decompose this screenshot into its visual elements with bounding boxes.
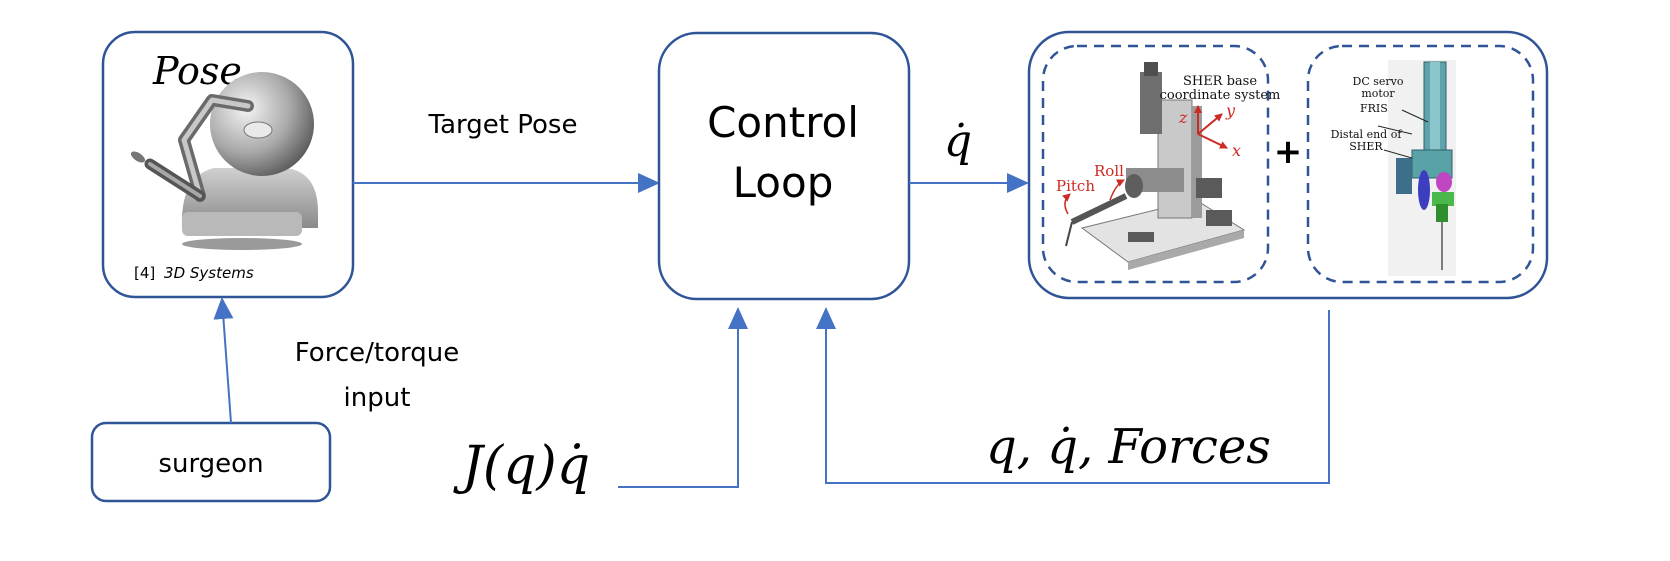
qdot-label: q̇ [944,116,972,167]
fris-panel: DC servo motor FRIS Distal end of SHER [1306,44,1535,284]
fris-tool-image [1377,60,1456,276]
dc-servo-label-2: motor [1361,87,1395,100]
control-loop-block: Control Loop [657,31,911,301]
pitch-label: Pitch [1056,177,1095,195]
target-pose-label: Target Pose [428,110,578,140]
roll-label: Roll [1094,162,1124,180]
sher-panel-border [1041,44,1270,284]
sher-base-label-2: coordinate system [1160,88,1281,103]
control-loop-border [657,31,911,301]
fris-panel-border [1306,44,1535,284]
citation-number: [4] [134,264,155,282]
haptic-device-block: Pose [4] 3D Systems [101,30,355,299]
arrow-jacobian [618,307,748,488]
force-torque-label-2: input [344,383,411,413]
axis-x-arrow [1197,133,1228,149]
svg-text:[4] 3D Systems: [4] 3D Systems [134,264,254,282]
axis-z-label: z [1178,108,1188,127]
fris-label: FRIS [1360,102,1388,115]
surgeon-label: surgeon [158,449,263,479]
axis-y-label: y [1225,101,1236,120]
robot-block: SHER base coordinate system z y x Pitch … [1027,30,1549,300]
sher-base-label-1: SHER base [1183,74,1257,89]
arrow-feedback [816,307,1330,484]
sher-panel: SHER base coordinate system z y x Pitch … [1041,44,1281,284]
surgeon-block: surgeon [90,421,332,503]
control-loop-line1: Control [707,98,859,147]
force-torque-label-1: Force/torque [295,338,459,368]
arrow-force-torque [213,297,234,424]
axis-x-label: x [1232,141,1241,160]
plus-sign: + [1274,132,1303,172]
jacobian-label: J(q)q̇ [453,436,590,496]
distal-end-label-1: Distal end of [1331,128,1403,141]
distal-end-label-2: SHER [1349,140,1383,153]
axis-y-arrow [1197,113,1223,135]
surgeon-block-border [90,421,332,503]
dc-servo-label-1: DC servo [1353,75,1404,88]
sher-robot-image [1062,62,1246,270]
haptic-device-image [130,72,318,250]
control-loop-line2: Loop [733,158,834,207]
feedback-label: q, q̇, Forces [986,419,1271,475]
citation-source: 3D Systems [164,264,254,282]
